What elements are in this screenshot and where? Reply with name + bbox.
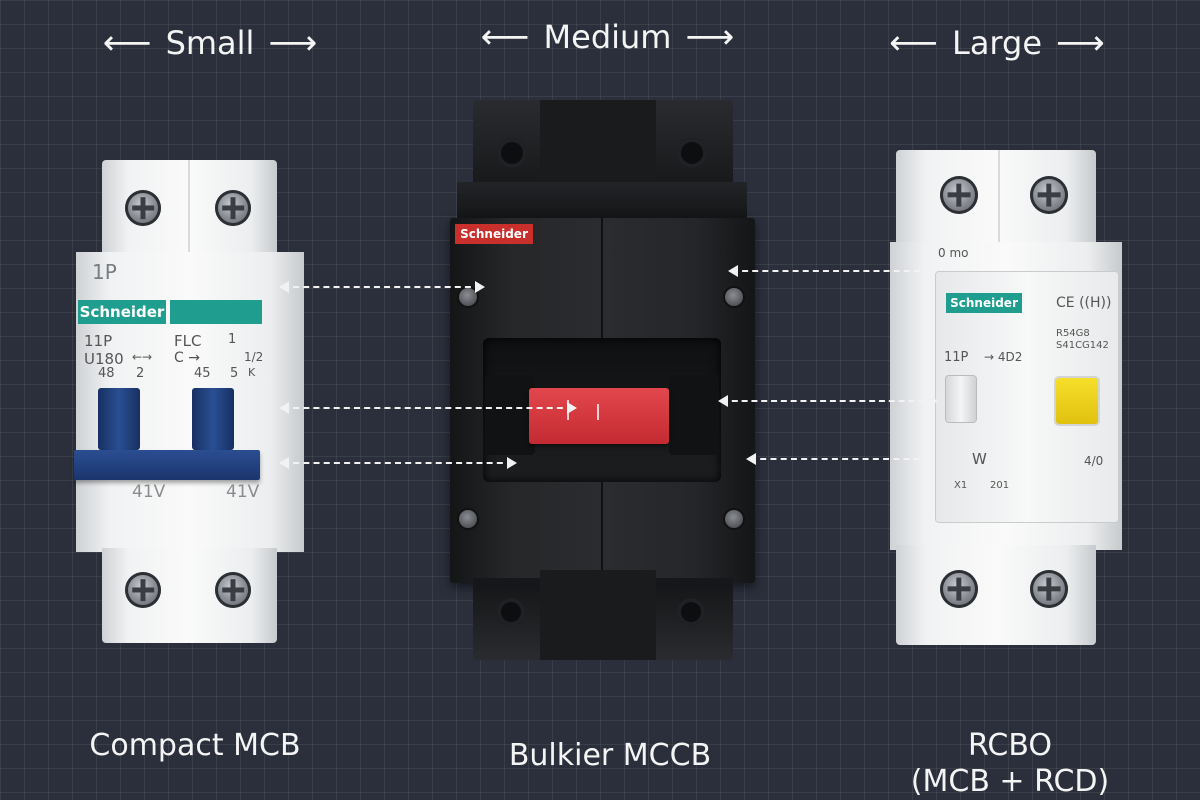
caption-bulkier-mccb: Bulkier MCCB: [508, 738, 712, 773]
mcb-handle-right[interactable]: [192, 388, 234, 450]
mcb-right-mark-4: K: [248, 366, 256, 379]
screw-icon: [459, 288, 477, 306]
size-label-large-text: Large: [951, 24, 1043, 62]
right-arrow-icon: ⟶: [1056, 23, 1105, 63]
mcb-right-mark-2: 1/2: [244, 350, 264, 364]
right-arrow-icon: ⟶: [685, 17, 735, 57]
screw-icon: [1030, 176, 1068, 214]
screw-icon: [725, 288, 743, 306]
mcb-bottom-right-label: 41V: [226, 482, 260, 502]
connector-arrow-top-left: [279, 281, 485, 293]
rcbo-right-line-1: R54G8: [1056, 328, 1090, 339]
mccb-brand: Schneider: [455, 224, 533, 244]
screw-icon: [459, 510, 477, 528]
connector-arrow-middle-right: [718, 395, 938, 407]
rcbo-top-label: 0 mo: [938, 246, 969, 260]
screw-icon: [125, 572, 161, 608]
rcbo-right-line-2: S41CG142: [1056, 340, 1109, 351]
size-label-medium-text: Medium: [543, 18, 672, 56]
rcbo-left-line-2: → 4D2: [984, 350, 1023, 364]
bulkier-mccb: Schneider: [445, 100, 760, 665]
mcb-bottom-left-label: 41V: [132, 482, 166, 502]
screw-icon: [940, 570, 978, 608]
left-arrow-icon: ⟵: [480, 17, 530, 57]
connector-arrow-bottom-left: [279, 457, 517, 469]
rcbo-cert: CE ((H)): [1056, 295, 1112, 311]
left-arrow-icon: ⟵: [102, 23, 152, 63]
connector-arrow-top-right: [728, 265, 934, 277]
mcb-left-line-2: U180: [84, 350, 124, 368]
screw-icon: [725, 510, 743, 528]
screw-icon: [215, 572, 251, 608]
screw-icon: [215, 190, 251, 226]
rcbo-bottom-left: W: [972, 450, 987, 468]
screw-icon: [125, 190, 161, 226]
caption-rcbo-line-2: (MCB + RCD): [910, 764, 1110, 799]
mcb-top-label: 1P: [92, 260, 117, 284]
mcb-left-line-3: 48: [98, 366, 115, 381]
mounting-hole-icon: [677, 138, 707, 168]
rcbo: 0 mo Schneider CE ((H)) 11P → 4D2 R54G8 …: [888, 150, 1128, 645]
mcb-left-mark-1: ←→: [132, 350, 153, 364]
mounting-hole-icon: [497, 598, 525, 626]
mcb-right-mark-1: 1: [228, 332, 237, 347]
caption-rcbo-line-1: RCBO: [968, 728, 1052, 763]
caption-rcbo: RCBO (MCB + RCD): [880, 728, 1140, 800]
mcb-right-line-1: FLC: [174, 332, 202, 350]
mounting-hole-icon: [677, 598, 705, 626]
mcb-right-line-3: 45: [194, 366, 211, 381]
compact-mcb: 1P Schneider 11P U180 48 ←→ 2 FLC C → 45…: [70, 160, 310, 645]
rcbo-bottom-right: 4/0: [1084, 454, 1104, 468]
size-label-large: ⟵ Large ⟶: [868, 20, 1126, 66]
mcb-right-line-2: C →: [174, 350, 200, 366]
right-arrow-icon: ⟶: [268, 23, 318, 63]
mcb-left-line-1: 11P: [84, 332, 113, 350]
screw-icon: [940, 176, 978, 214]
rcbo-handle[interactable]: [946, 376, 976, 422]
size-label-small: ⟵ Small ⟶: [80, 20, 340, 66]
rcbo-left-line-1: 11P: [944, 350, 969, 365]
rcbo-brand: Schneider: [946, 293, 1022, 313]
connector-arrow-bottom-right: [746, 453, 934, 465]
connector-arrow-middle-left: [279, 402, 577, 414]
size-label-medium: ⟵ Medium ⟶: [455, 14, 760, 60]
rcbo-test-button[interactable]: [1056, 378, 1098, 424]
left-arrow-icon: ⟵: [889, 23, 938, 63]
mcb-handle-tie-bar[interactable]: [74, 450, 260, 480]
mcb-brand-left: Schneider: [78, 300, 166, 324]
rcbo-small-mark-1: X1: [954, 480, 968, 491]
caption-compact-mcb: Compact MCB: [89, 728, 301, 763]
mcb-left-mark-2: 2: [136, 366, 145, 381]
screw-icon: [1030, 570, 1068, 608]
mcb-handle-left[interactable]: [98, 388, 140, 450]
mcb-brand-right-strip: [170, 300, 262, 324]
mcb-right-mark-3: 5: [230, 366, 239, 381]
mounting-hole-icon: [497, 138, 527, 168]
mccb-toggle[interactable]: [529, 388, 669, 444]
rcbo-small-mark-2: 201: [990, 480, 1010, 491]
size-label-small-text: Small: [165, 24, 255, 62]
